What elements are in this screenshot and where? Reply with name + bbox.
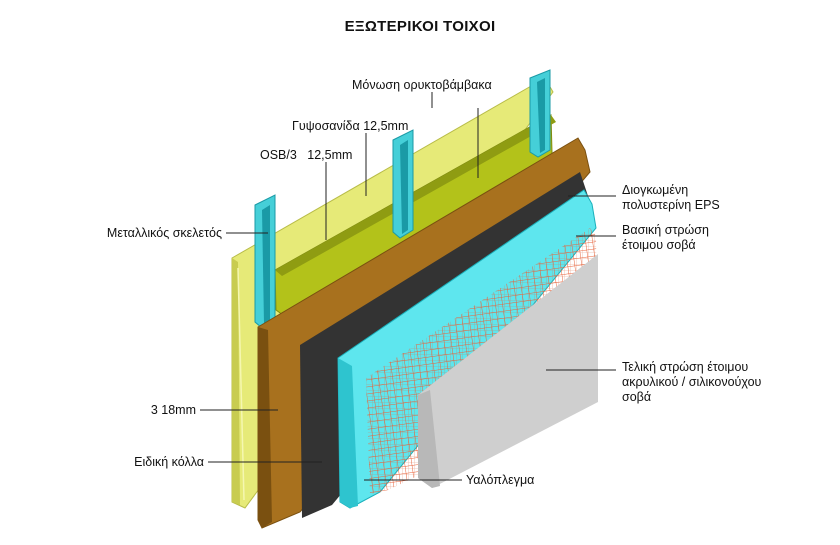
osb-board-edge: [258, 327, 272, 528]
label-finish-plaster: Τελική στρώση έτοιμου ακρυλικού / σιλικο…: [622, 360, 761, 405]
label-eps-line2: πολυστερίνη EPS: [622, 198, 720, 212]
page-title: ΕΞΩΤΕΡΙΚΟΙ ΤΟΙΧΟΙ: [344, 18, 496, 35]
metal-stud-right: [529, 69, 551, 158]
gypsum-highlight: [237, 267, 245, 501]
label-eps: Διογκωμένη πολυστερίνη EPS: [622, 183, 720, 213]
final-plaster-layer: [418, 254, 598, 488]
label-board-3-18: 3 18mm: [150, 403, 196, 417]
gypsum-board-edge: [232, 258, 240, 505]
label-finish-line2: ακρυλικού / σιλικονούχου: [622, 375, 762, 389]
label-glass-mesh: Υαλόπλεγμα: [466, 473, 535, 487]
final-plaster-shade: [418, 390, 440, 488]
leader-lines: [200, 92, 616, 481]
label-osb: OSB/3 12,5mm: [260, 148, 353, 162]
mineral-wool-top: [275, 115, 556, 276]
label-base-coat-line2: έτοιμου σοβά: [622, 238, 696, 252]
label-finish-line1: Τελική στρώση έτοιμου: [622, 360, 749, 374]
metal-stud-left: [254, 194, 276, 329]
eps-layer-edge: [338, 358, 358, 508]
label-eps-line1: Διογκωμένη: [622, 183, 689, 197]
label-finish-line3: σοβά: [622, 390, 652, 404]
label-gypsum-board: Γυψοσανίδα 12,5mm: [292, 119, 409, 133]
label-base-coat-line1: Βασική στρώση: [622, 223, 709, 237]
metal-stud-middle: [392, 129, 414, 239]
label-mineral-wool: Μόνωση ορυκτοβάμβακα: [352, 78, 492, 92]
label-metal-frame: Μεταλλικός σκελετός: [106, 226, 222, 240]
label-special-glue: Ειδική κόλλα: [134, 455, 204, 469]
label-base-coat: Βασική στρώση έτοιμου σοβά: [622, 223, 709, 253]
